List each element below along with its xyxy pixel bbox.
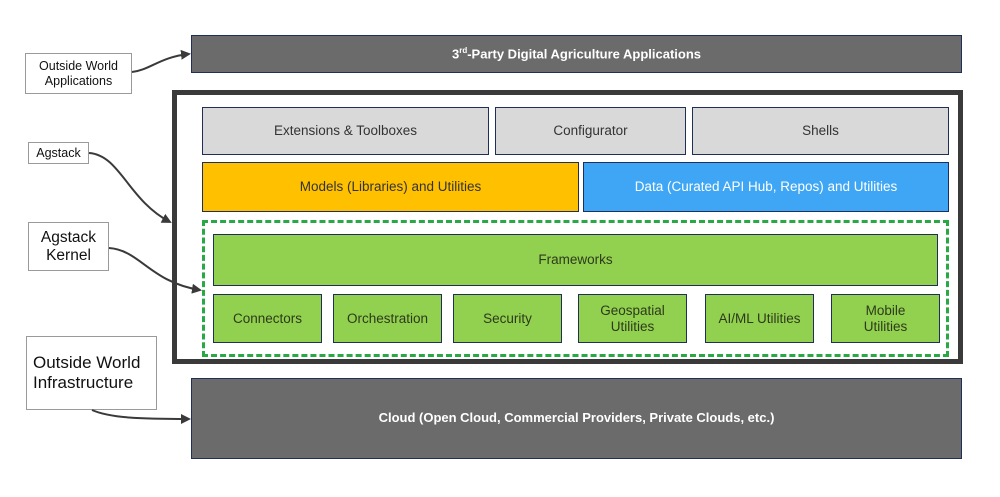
arrow-agstack: [88, 152, 172, 223]
connectors-label: Connectors: [232, 310, 303, 326]
third-party-apps-bar: 3rd-Party Digital Agriculture Applicatio…: [191, 35, 962, 73]
frameworks-box: Frameworks: [213, 234, 938, 286]
outside-world-infra-label: Outside World Infrastructure: [26, 336, 157, 410]
cloud-title: Cloud (Open Cloud, Commercial Providers,…: [378, 410, 775, 426]
agstack-frame: [172, 90, 963, 364]
mobile-utilities-box: Mobile Utilities: [831, 294, 940, 343]
shells-label: Shells: [802, 123, 839, 139]
agstack-kernel-frame: [202, 220, 949, 357]
connectors-box: Connectors: [213, 294, 322, 343]
agstack-kernel-label: Agstack Kernel: [28, 222, 109, 271]
ai-ml-utilities-box: AI/ML Utilities: [705, 294, 814, 343]
models-utilities-label: Models (Libraries) and Utilities: [299, 179, 482, 195]
outside-world-apps-label: Outside World Applications: [25, 53, 132, 94]
models-utilities-box: Models (Libraries) and Utilities: [202, 162, 579, 212]
third-party-apps-title: 3rd-Party Digital Agriculture Applicatio…: [451, 45, 702, 62]
security-box: Security: [453, 294, 562, 343]
configurator-box: Configurator: [495, 107, 686, 155]
agstack-kernel-text: Agstack Kernel: [40, 229, 97, 264]
agstack-label: Agstack: [28, 142, 89, 164]
cloud-bar: Cloud (Open Cloud, Commercial Providers,…: [191, 378, 962, 459]
arrow-apps: [131, 49, 191, 73]
geospatial-utilities-label: Geospatial Utilities: [600, 302, 665, 334]
extensions-toolboxes-box: Extensions & Toolboxes: [202, 107, 489, 155]
outside-world-apps-text: Outside World Applications: [39, 58, 118, 88]
arrow-kernel: [108, 247, 202, 294]
orchestration-label: Orchestration: [346, 310, 429, 326]
configurator-label: Configurator: [553, 123, 628, 139]
frameworks-label: Frameworks: [538, 252, 613, 268]
ai-ml-utilities-label: AI/ML Utilities: [718, 310, 801, 326]
outside-world-infra-text: Outside World Infrastructure: [33, 352, 141, 392]
agstack-text: Agstack: [36, 146, 81, 160]
orchestration-box: Orchestration: [333, 294, 442, 343]
geospatial-utilities-box: Geospatial Utilities: [578, 294, 687, 343]
arrow-infra: [91, 409, 191, 424]
extensions-toolboxes-label: Extensions & Toolboxes: [273, 123, 418, 139]
security-label: Security: [483, 310, 532, 326]
shells-box: Shells: [692, 107, 949, 155]
mobile-utilities-label: Mobile Utilities: [863, 302, 908, 334]
data-utilities-box: Data (Curated API Hub, Repos) and Utilit…: [583, 162, 949, 212]
data-utilities-label: Data (Curated API Hub, Repos) and Utilit…: [634, 179, 898, 195]
